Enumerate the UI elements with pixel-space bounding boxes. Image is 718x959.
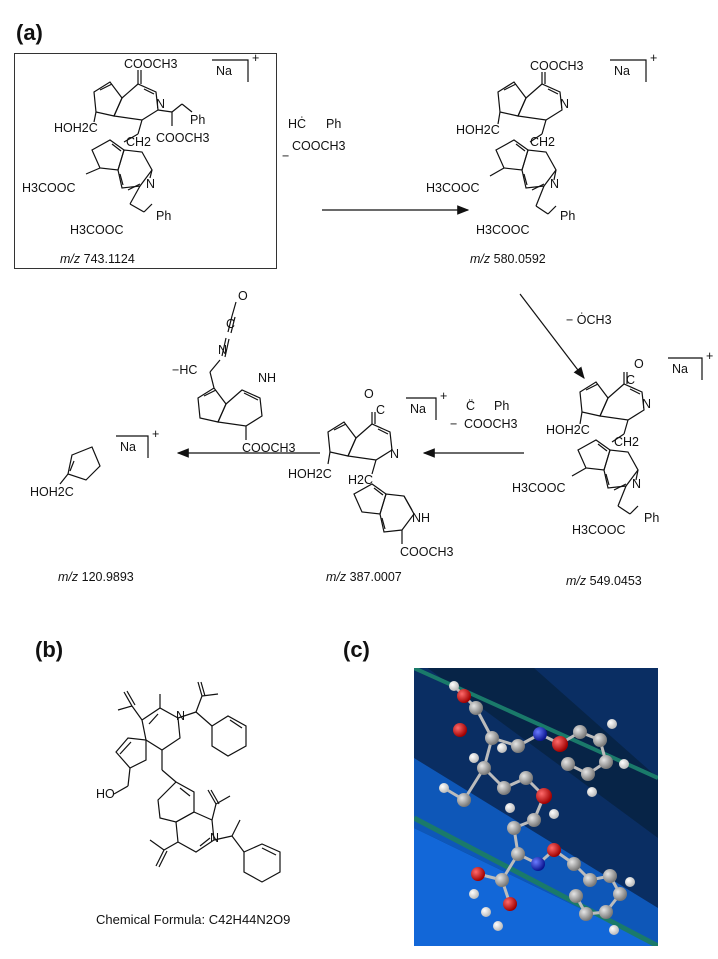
frag2-c: C: [626, 373, 636, 387]
frag3-mz: m/z 387.0007: [326, 570, 402, 584]
ketene-nh: NH: [258, 371, 277, 385]
ketene-hc: −HC: [172, 363, 198, 377]
chemical-formula: Chemical Formula: C42H44N2O9: [96, 912, 291, 927]
frag2-n: N: [642, 397, 652, 411]
frag4-charge: +: [152, 427, 160, 441]
na-bracket-frag3: [406, 397, 437, 420]
frag1-n2: N: [550, 177, 560, 191]
skeletal-n2: N: [210, 831, 220, 845]
frag4-na: Na: [120, 440, 136, 454]
frag2-na: Na: [672, 362, 688, 376]
ketene-structure: [197, 301, 263, 440]
frag3-nh: NH: [412, 511, 431, 525]
precursor-n2: N: [146, 177, 156, 191]
frag1-h3cooc-low: H3COOC: [476, 223, 530, 237]
frag1-hoh2c: HOH2C: [456, 123, 500, 137]
frag2-charge: +: [706, 349, 714, 363]
na-bracket-frag1: [610, 59, 647, 82]
loss3-sign: −: [450, 417, 458, 431]
precursor-mz: m/z 743.1124: [60, 252, 135, 266]
loss3-c: C̈: [466, 399, 476, 413]
ketene-o: O: [238, 289, 248, 303]
frag2-h3cooc-low: H3COOC: [572, 523, 626, 537]
frag1-structure: [489, 72, 563, 215]
precursor-ph: Ph: [190, 113, 206, 127]
ketene-c: C: [226, 317, 236, 331]
loss3-ph: Ph: [494, 399, 510, 413]
loss1-hc: HĊ: [288, 117, 307, 131]
frag3-structure: [327, 412, 415, 544]
frag1-mz: m/z 580.0592: [470, 252, 546, 266]
frag1-charge: +: [650, 51, 658, 65]
frag3-cooch3: COOCH3: [400, 545, 454, 559]
frag3-o: O: [364, 387, 374, 401]
loss1-ph: Ph: [326, 117, 342, 131]
frag2-ph: Ph: [644, 511, 660, 525]
frag1-ph: Ph: [560, 209, 576, 223]
precursor-hoh2c: HOH2C: [54, 121, 98, 135]
molecule-3d-model: [414, 668, 658, 946]
ketene-n: N: [218, 343, 228, 357]
skeletal-structure: [113, 681, 281, 883]
frag2-ch2: CH2: [614, 435, 640, 449]
frag3-na: Na: [410, 402, 426, 416]
frag1-na: Na: [614, 64, 630, 78]
na-bracket-precursor: [212, 59, 249, 82]
frag1-n: N: [560, 97, 570, 111]
precursor-cooch3-top: COOCH3: [124, 57, 178, 71]
frag1-h3cooc: H3COOC: [426, 181, 480, 195]
frag2-mz: m/z 549.0453: [566, 574, 642, 588]
ketene-cooch3: COOCH3: [242, 441, 296, 455]
precursor-charge: +: [252, 51, 260, 65]
precursor-h3cooc: H3COOC: [22, 181, 76, 195]
skeletal-ho: HO: [96, 787, 115, 801]
panel-label-b: (b): [35, 637, 64, 662]
precursor-ch2: CH2: [126, 135, 152, 149]
na-bracket-frag4: [116, 435, 149, 458]
frag3-c: C: [376, 403, 386, 417]
precursor-box: [14, 53, 277, 269]
frag3-hoh2c: HOH2C: [288, 467, 332, 481]
frag4-mz: m/z 120.9893: [58, 570, 134, 584]
frag2-o: O: [634, 357, 644, 371]
skeletal-n1: N: [176, 709, 186, 723]
frag1-cooch3: COOCH3: [530, 59, 584, 73]
precursor-structure: [85, 70, 193, 213]
frag4-hoh2c: HOH2C: [30, 485, 74, 499]
panel-label-a: (a): [16, 20, 43, 45]
precursor-ph-low: Ph: [156, 209, 172, 223]
frag4-structure: [59, 446, 101, 485]
loss1-sign: −: [282, 149, 290, 163]
frag2-h3cooc: H3COOC: [512, 481, 566, 495]
precursor-cooch3-mid: COOCH3: [156, 131, 210, 145]
frag3-charge: +: [440, 389, 448, 403]
frag2-structure: [571, 372, 645, 515]
na-bracket-frag2: [668, 357, 703, 380]
frag2-n2: N: [632, 477, 642, 491]
precursor-h3cooc-low: H3COOC: [70, 223, 124, 237]
frag1-ch2: CH2: [530, 135, 556, 149]
arrow-2: [519, 293, 585, 379]
frag2-hoh2c: HOH2C: [546, 423, 590, 437]
loss3-cooch3: COOCH3: [464, 417, 518, 431]
precursor-n: N: [156, 97, 166, 111]
precursor-na: Na: [216, 64, 232, 78]
panel-label-c: (c): [343, 637, 370, 662]
loss2: − ȮCH3: [566, 313, 612, 327]
frag3-h2c: H2C: [348, 473, 374, 487]
frag3-n: N: [390, 447, 400, 461]
loss1-cooch3: COOCH3: [292, 139, 346, 153]
